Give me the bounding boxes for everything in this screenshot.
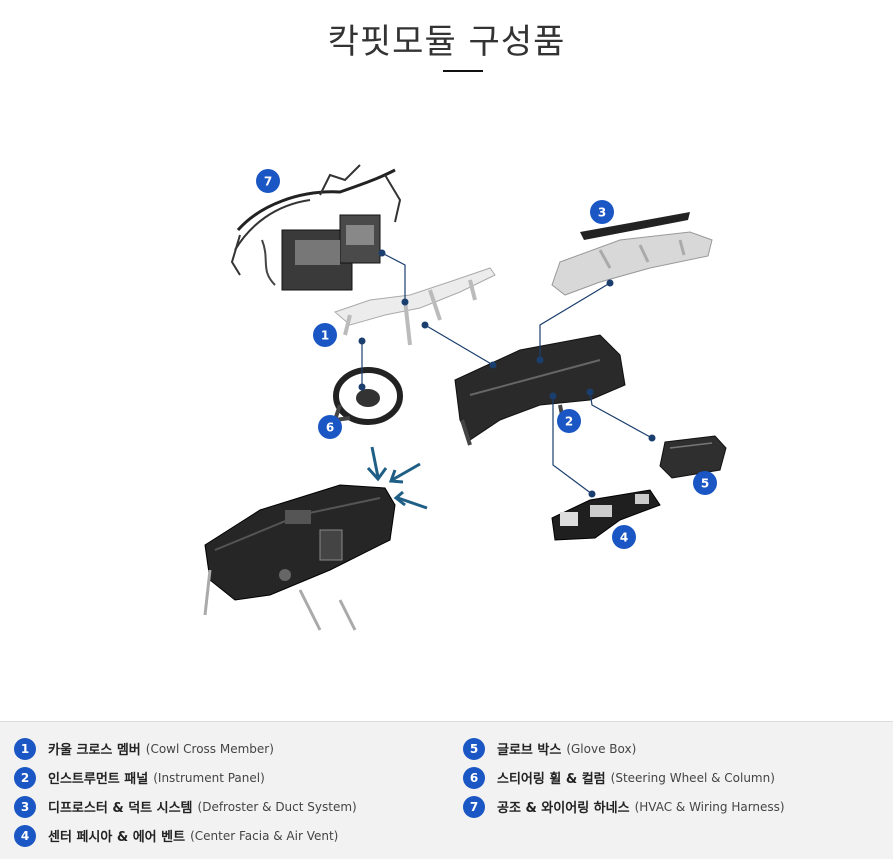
- leader-lines: [361, 252, 653, 495]
- badge-7: 7: [256, 169, 280, 193]
- badge-3: 3: [590, 200, 614, 224]
- legend-label-ko: 카울 크로스 멤버: [48, 743, 141, 758]
- legend-number-badge: 3: [14, 795, 36, 818]
- legend-item: 1 카울 크로스 멤버 (Cowl Cross Member): [14, 734, 357, 763]
- legend-number-badge: 1: [14, 737, 36, 760]
- cowl-cross-member-illustration: [334, 267, 496, 346]
- legend-number-badge: 6: [463, 766, 485, 789]
- legend-label-ko: 공조 & 와이어링 하네스: [497, 801, 630, 816]
- legend-item: 6 스티어링 휠 & 컬럼 (Steering Wheel & Column): [463, 763, 785, 792]
- legend-item: 7 공조 & 와이어링 하네스 (HVAC & Wiring Harness): [463, 792, 785, 821]
- badge-6: 6: [318, 415, 342, 439]
- legend-label-ko: 글로브 박스: [497, 743, 562, 758]
- svg-text:7: 7: [264, 175, 272, 189]
- assembly-arrows: [366, 446, 428, 510]
- legend-label-en: (Instrument Panel): [153, 770, 265, 785]
- legend-label-en: (HVAC & Wiring Harness): [634, 799, 785, 814]
- legend-number-badge: 2: [14, 766, 36, 789]
- legend-column-left: 1 카울 크로스 멤버 (Cowl Cross Member) 2 인스트루먼트…: [14, 734, 357, 850]
- steering-wheel-illustration: [332, 367, 403, 425]
- legend-number-badge: 5: [463, 737, 485, 760]
- legend-item: 5 글로브 박스 (Glove Box): [463, 734, 785, 763]
- svg-text:1: 1: [321, 329, 329, 343]
- svg-text:4: 4: [620, 531, 628, 545]
- badge-1: 1: [313, 323, 337, 347]
- cockpit-module-diagram: 7 3 1 2 6 5 4: [203, 164, 727, 631]
- badge-4: 4: [612, 525, 636, 549]
- legend-item: 4 센터 페시아 & 에어 벤트 (Center Facia & Air Ven…: [14, 821, 357, 850]
- legend-label-en: (Steering Wheel & Column): [610, 770, 775, 785]
- legend-label-ko: 인스트루먼트 패널: [48, 772, 149, 787]
- title-underline: [443, 70, 483, 72]
- legend-label-ko: 스티어링 휠 & 컬럼: [497, 772, 606, 787]
- assembled-cockpit-illustration: [203, 484, 396, 631]
- svg-text:6: 6: [326, 421, 334, 435]
- svg-text:3: 3: [598, 206, 606, 220]
- legend-label-en: (Glove Box): [566, 741, 637, 756]
- svg-text:2: 2: [565, 415, 573, 429]
- component-legend: 1 카울 크로스 멤버 (Cowl Cross Member) 2 인스트루먼트…: [0, 721, 893, 859]
- legend-item: 2 인스트루먼트 패널 (Instrument Panel): [14, 763, 357, 792]
- badge-2: 2: [557, 409, 581, 433]
- hvac-wiring-illustration: [230, 164, 402, 291]
- legend-label-en: (Center Facia & Air Vent): [190, 828, 339, 843]
- center-facia-illustration: [551, 489, 661, 541]
- legend-number-badge: 7: [463, 795, 485, 818]
- legend-column-right: 5 글로브 박스 (Glove Box) 6 스티어링 휠 & 컬럼 (Stee…: [463, 734, 785, 821]
- leader-endpoints: [358, 249, 656, 498]
- legend-label-ko: 디프로스터 & 덕트 시스템: [48, 801, 193, 816]
- legend-item: 3 디프로스터 & 덕트 시스템 (Defroster & Duct Syste…: [14, 792, 357, 821]
- defroster-duct-illustration: [551, 212, 713, 296]
- legend-number-badge: 4: [14, 824, 36, 847]
- badge-5: 5: [693, 471, 717, 495]
- legend-label-ko: 센터 페시아 & 에어 벤트: [48, 830, 186, 845]
- legend-label-en: (Defroster & Duct System): [197, 799, 357, 814]
- svg-text:5: 5: [701, 477, 709, 491]
- page-title: 칵핏모듈 구성품: [327, 22, 566, 62]
- glove-box-illustration: [659, 435, 727, 479]
- legend-label-en: (Cowl Cross Member): [145, 741, 274, 756]
